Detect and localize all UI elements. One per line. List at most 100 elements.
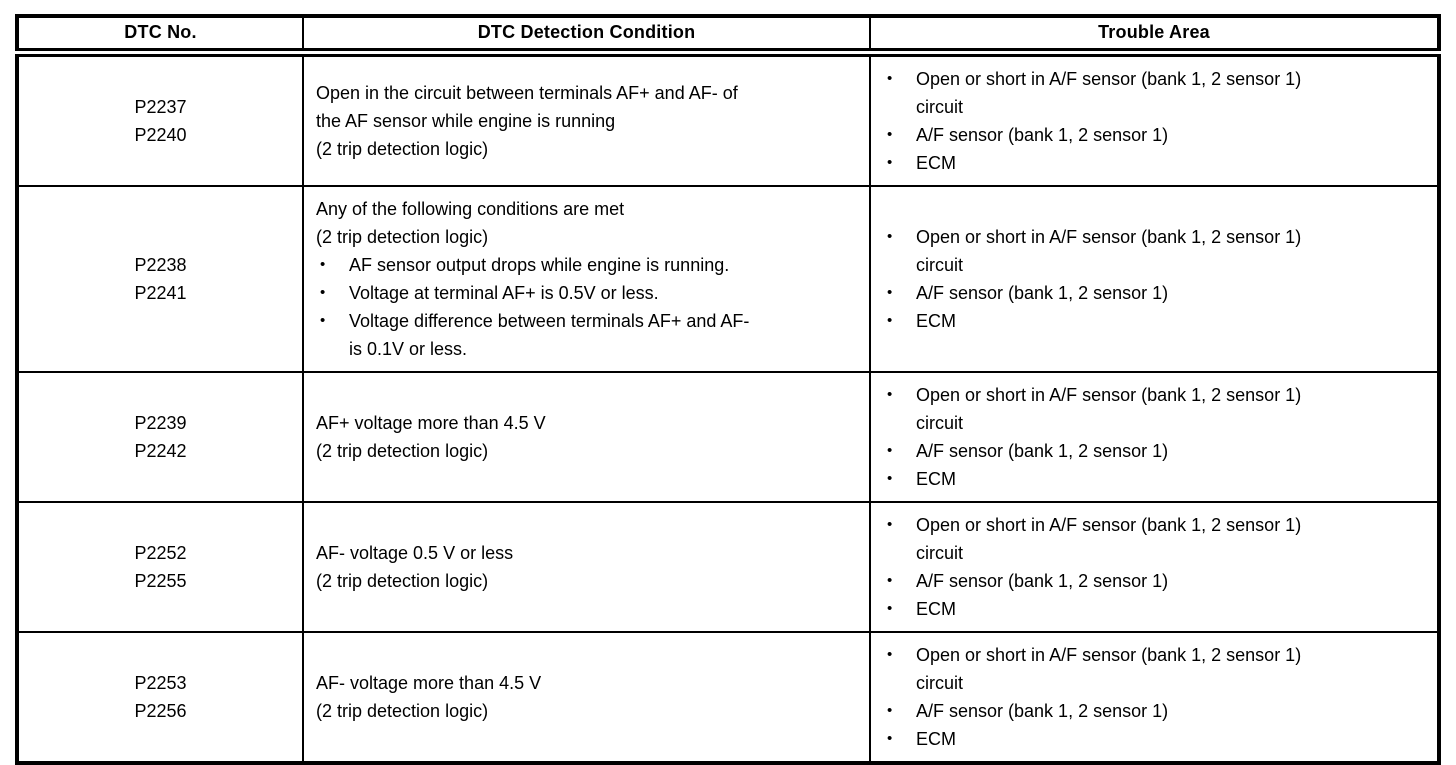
bullet-item: • A/F sensor (bank 1, 2 sensor 1) [883,567,1429,595]
table-row: P2238 P2241 Any of the following conditi… [16,184,1440,373]
bullet-text: A/F sensor (bank 1, 2 sensor 1) [916,440,1169,461]
bullet-item: • AF sensor output drops while engine is… [316,251,861,279]
table-row: P2253 P2256 AF- voltage more than 4.5 V … [16,630,1440,764]
bullet-icon: • [887,729,893,747]
bullet-icon: • [887,227,893,245]
text-line: (2 trip detection logic) [316,700,489,721]
bullet-text: Open or short in A/F sensor (bank 1, 2 s… [916,68,1302,117]
bullet-text: ECM [916,728,956,749]
text-line: Open in the circuit between terminals AF… [316,82,738,103]
bullet-text: ECM [916,310,956,331]
bullet-text: A/F sensor (bank 1, 2 sensor 1) [916,282,1169,303]
text-line: AF+ voltage more than 4.5 V [316,412,546,433]
text-line: the AF sensor while engine is running [316,110,616,131]
bullet-item: • A/F sensor (bank 1, 2 sensor 1) [883,437,1429,465]
col-header-detection-condition: DTC Detection Condition [302,15,871,57]
col-header-trouble-area: Trouble Area [869,15,1440,57]
bullet-item: • ECM [883,725,1429,753]
bullet-item: • Voltage at terminal AF+ is 0.5V or les… [316,279,861,307]
text-line: (2 trip detection logic) [316,440,489,461]
dtc-code: P2239 [134,412,187,433]
bullet-icon: • [887,515,893,533]
dtc-code: P2237 [134,96,187,117]
dtc-code: P2253 [134,672,187,693]
table-row: P2252 P2255 AF- voltage 0.5 V or less (2… [16,500,1440,633]
bullet-item: • Open or short in A/F sensor (bank 1, 2… [883,65,1429,121]
bullet-icon: • [320,311,326,329]
bullet-item: • A/F sensor (bank 1, 2 sensor 1) [883,279,1429,307]
bullet-icon: • [887,645,893,663]
bullet-icon: • [887,571,893,589]
bullet-item: • Voltage difference between terminals A… [316,307,861,363]
text-line: (2 trip detection logic) [316,570,489,591]
trouble-area-cell: • Open or short in A/F sensor (bank 1, 2… [869,500,1440,633]
detection-condition-cell: Open in the circuit between terminals AF… [302,51,871,187]
bullet-icon: • [887,469,893,487]
dtc-no-cell: P2238 P2241 [16,184,304,373]
dtc-no-cell: P2253 P2256 [16,630,304,764]
dtc-code: P2242 [134,440,187,461]
bullet-item: • A/F sensor (bank 1, 2 sensor 1) [883,121,1429,149]
bullet-text: ECM [916,152,956,173]
bullet-item: • A/F sensor (bank 1, 2 sensor 1) [883,697,1429,725]
bullet-icon: • [320,255,326,273]
bullet-icon: • [887,283,893,301]
trouble-area-cell: • Open or short in A/F sensor (bank 1, 2… [869,370,1440,503]
dtc-code: P2240 [134,124,187,145]
bullet-icon: • [887,69,893,87]
dtc-code: P2255 [134,570,187,591]
dtc-no-cell: P2239 P2242 [16,370,304,503]
bullet-icon: • [887,153,893,171]
col-header-dtc-no: DTC No. [16,15,304,57]
text-line: (2 trip detection logic) [316,138,489,159]
bullet-icon: • [887,311,893,329]
header-row: DTC No. DTC Detection Condition Trouble … [16,15,1440,57]
bullet-icon: • [887,441,893,459]
detection-condition-cell: Any of the following conditions are met … [302,184,871,373]
bullet-item: • ECM [883,307,1429,335]
bullet-text: Open or short in A/F sensor (bank 1, 2 s… [916,514,1302,563]
bullet-icon: • [320,283,326,301]
bullet-item: • Open or short in A/F sensor (bank 1, 2… [883,223,1429,279]
bullet-text: Open or short in A/F sensor (bank 1, 2 s… [916,384,1302,433]
bullet-icon: • [887,701,893,719]
bullet-icon: • [887,599,893,617]
text-line: AF- voltage more than 4.5 V [316,672,542,693]
bullet-text: Voltage difference between terminals AF+… [349,310,750,359]
bullet-item: • Open or short in A/F sensor (bank 1, 2… [883,381,1429,437]
trouble-area-cell: • Open or short in A/F sensor (bank 1, 2… [869,51,1440,187]
bullet-item: • ECM [883,595,1429,623]
dtc-code: P2252 [134,542,187,563]
bullet-text: Open or short in A/F sensor (bank 1, 2 s… [916,226,1302,275]
bullet-icon: • [887,385,893,403]
bullet-item: • Open or short in A/F sensor (bank 1, 2… [883,511,1429,567]
table-row: P2239 P2242 AF+ voltage more than 4.5 V … [16,370,1440,503]
bullet-text: A/F sensor (bank 1, 2 sensor 1) [916,570,1169,591]
dtc-code: P2241 [134,282,187,303]
text-line: Any of the following conditions are met [316,198,625,219]
trouble-area-cell: • Open or short in A/F sensor (bank 1, 2… [869,630,1440,764]
text-line: AF- voltage 0.5 V or less [316,542,514,563]
table-row: P2237 P2240 Open in the circuit between … [16,51,1440,187]
bullet-text: Open or short in A/F sensor (bank 1, 2 s… [916,644,1302,693]
bullet-text: ECM [916,468,956,489]
bullet-icon: • [887,125,893,143]
bullet-text: ECM [916,598,956,619]
dtc-no-cell: P2237 P2240 [16,51,304,187]
trouble-area-cell: • Open or short in A/F sensor (bank 1, 2… [869,184,1440,373]
bullet-item: • Open or short in A/F sensor (bank 1, 2… [883,641,1429,697]
dtc-code: P2256 [134,700,187,721]
bullet-text: AF sensor output drops while engine is r… [349,254,730,275]
detection-condition-cell: AF+ voltage more than 4.5 V (2 trip dete… [302,370,871,503]
bullet-text: Voltage at terminal AF+ is 0.5V or less. [349,282,659,303]
dtc-table: DTC No. DTC Detection Condition Trouble … [15,14,1441,765]
detection-condition-cell: AF- voltage 0.5 V or less (2 trip detect… [302,500,871,633]
dtc-no-cell: P2252 P2255 [16,500,304,633]
bullet-text: A/F sensor (bank 1, 2 sensor 1) [916,700,1169,721]
bullet-item: • ECM [883,465,1429,493]
dtc-code: P2238 [134,254,187,275]
text-line: (2 trip detection logic) [316,226,489,247]
bullet-item: • ECM [883,149,1429,177]
bullet-text: A/F sensor (bank 1, 2 sensor 1) [916,124,1169,145]
detection-condition-cell: AF- voltage more than 4.5 V (2 trip dete… [302,630,871,764]
